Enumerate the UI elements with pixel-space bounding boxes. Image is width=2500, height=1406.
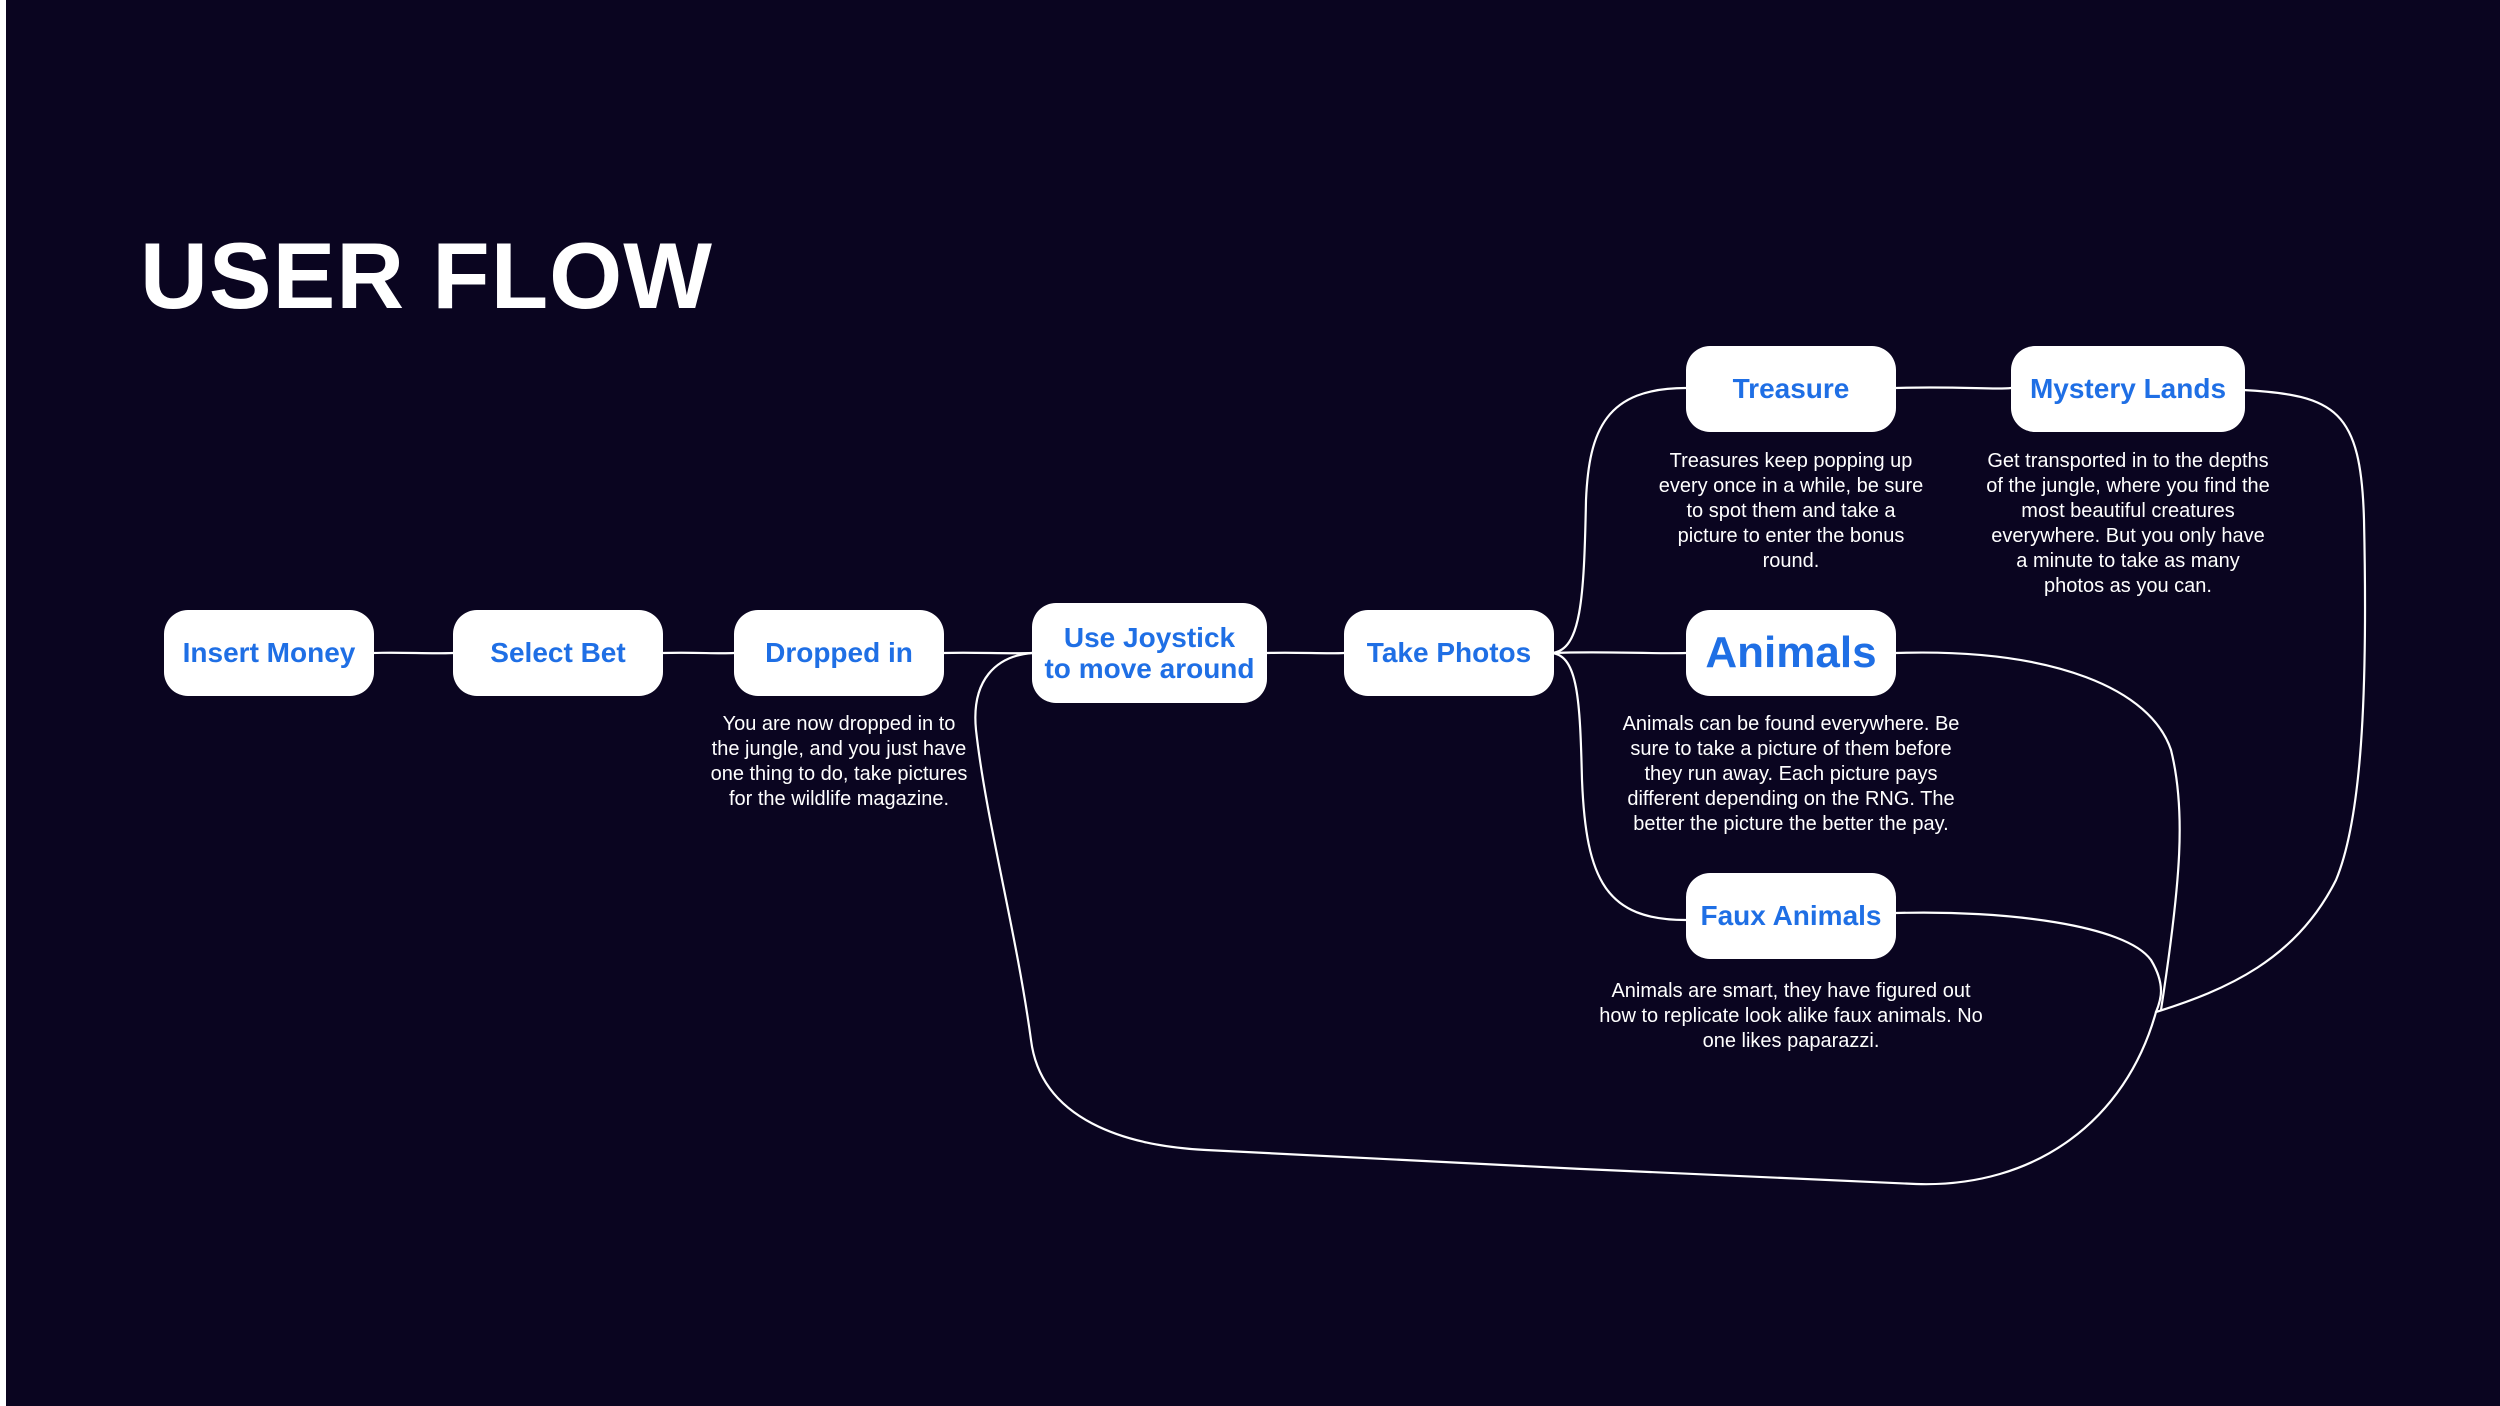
node-insert-money[interactable]: Insert Money [164,610,374,696]
connector-photos-to-animals [1550,651,1688,655]
desc-faux-animals: Animals are smart, they have figured out… [1599,980,1983,1052]
node-take-photos[interactable]: Take Photos [1344,610,1554,696]
connector-animals-return [1894,651,2181,1012]
node-animals[interactable]: Animals [1686,610,1896,696]
desc-animals: Animals can be found everywhere. Be sure… [1622,713,1960,835]
connector-faux-return [1894,911,2163,1014]
connector-mystery-return [2154,388,2367,1014]
node-treasure[interactable]: Treasure [1686,346,1896,432]
node-faux-animals[interactable]: Faux Animals [1686,873,1896,959]
connector-joystick-to-photos [1265,651,1346,655]
node-dropped-in[interactable]: Dropped in [734,610,944,696]
connector-return-to-joystick [974,651,2158,1186]
connector-select-to-dropped [660,651,736,655]
node-select-bet[interactable]: Select Bet [453,610,663,696]
page-title: USER FLOW [140,223,713,328]
node-mystery-lands[interactable]: Mystery Lands [2011,346,2245,432]
connector-dropped-to-joystick [941,651,1034,655]
node-use-joystick[interactable]: Use Joystick to move around [1032,603,1267,703]
desc-mystery-lands: Get transported in to the depths of the … [1986,450,2270,597]
connector-layer [370,386,2367,1186]
connector-treasure-to-mystery [1894,386,2013,390]
diagram-canvas: USER FLOW Insert Money Select Bet Droppe… [6,0,2500,1406]
connector-photos-to-faux [1550,651,1688,922]
desc-dropped-in: You are now dropped in to the jungle, an… [710,713,968,810]
connector-insert-to-select [370,651,455,655]
connector-photos-to-treasure [1550,386,1688,655]
desc-treasure: Treasures keep popping up every once in … [1658,450,1924,572]
